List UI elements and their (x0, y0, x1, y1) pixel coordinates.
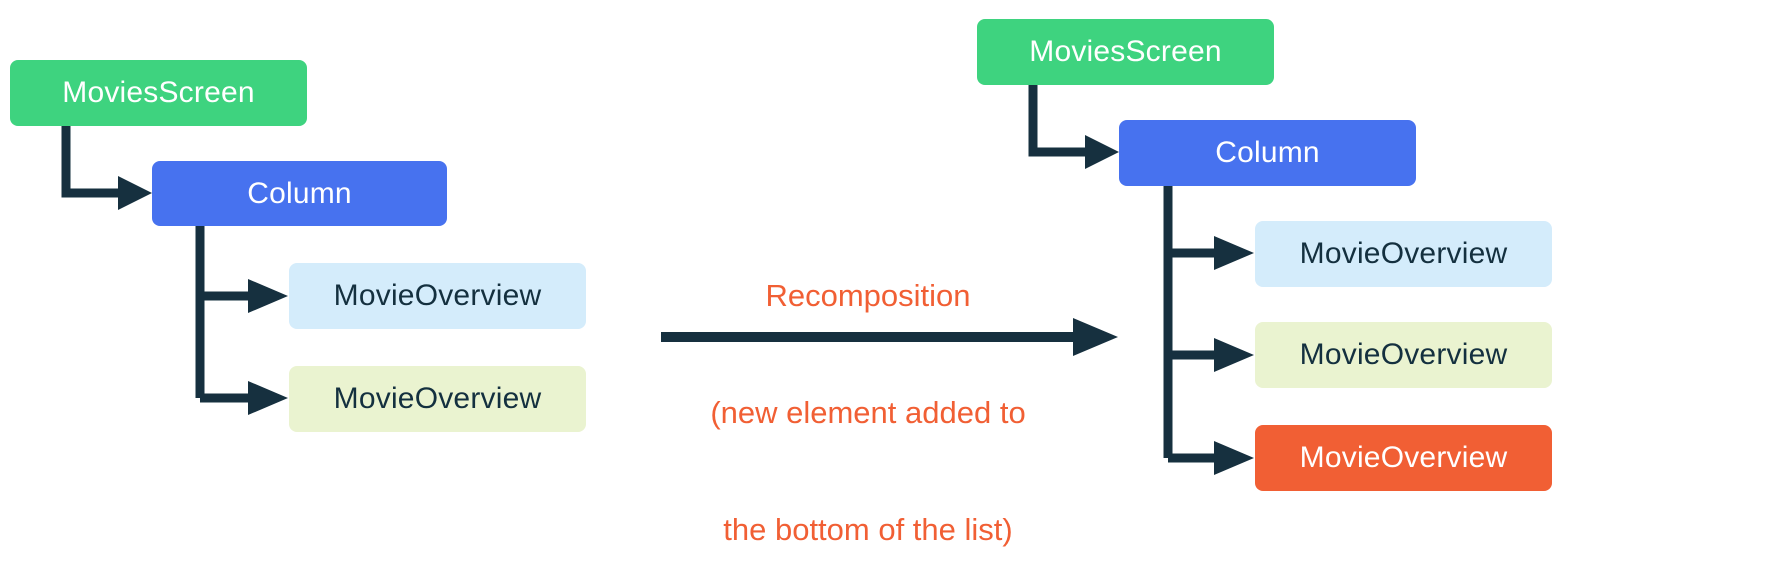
caption-line-1: Recomposition (765, 278, 971, 313)
edge-screen-to-column-left (61, 126, 120, 198)
node-movie-overview-after-2[interactable]: MovieOverview (1255, 322, 1552, 388)
edge-screen-to-column-right (1028, 85, 1087, 157)
arrowhead-item3-right (1214, 441, 1254, 475)
arrowhead-item2-right (1214, 338, 1254, 372)
node-movie-overview-after-3-new[interactable]: MovieOverview (1255, 425, 1552, 491)
node-column-before[interactable]: Column (152, 161, 447, 226)
arrowhead-item2-left (248, 381, 288, 415)
transition-caption: Recomposition (new element added to the … (628, 198, 1108, 584)
transition-arrow-head (1073, 318, 1118, 356)
node-movies-screen-after[interactable]: MoviesScreen (977, 19, 1274, 85)
arrowhead-item1-left (248, 279, 288, 313)
arrowhead-item1-right (1214, 236, 1254, 270)
caption-line-2: (new element added to (710, 395, 1026, 430)
arrowhead-screen-to-column-right (1085, 135, 1119, 169)
caption-line-3: the bottom of the list) (723, 512, 1013, 547)
node-movie-overview-before-2[interactable]: MovieOverview (289, 366, 586, 432)
node-movie-overview-after-1[interactable]: MovieOverview (1255, 221, 1552, 287)
arrowhead-screen-to-column-left (118, 176, 152, 210)
node-movie-overview-before-1[interactable]: MovieOverview (289, 263, 586, 329)
node-column-after[interactable]: Column (1119, 120, 1416, 186)
node-movies-screen-before[interactable]: MoviesScreen (10, 60, 307, 126)
